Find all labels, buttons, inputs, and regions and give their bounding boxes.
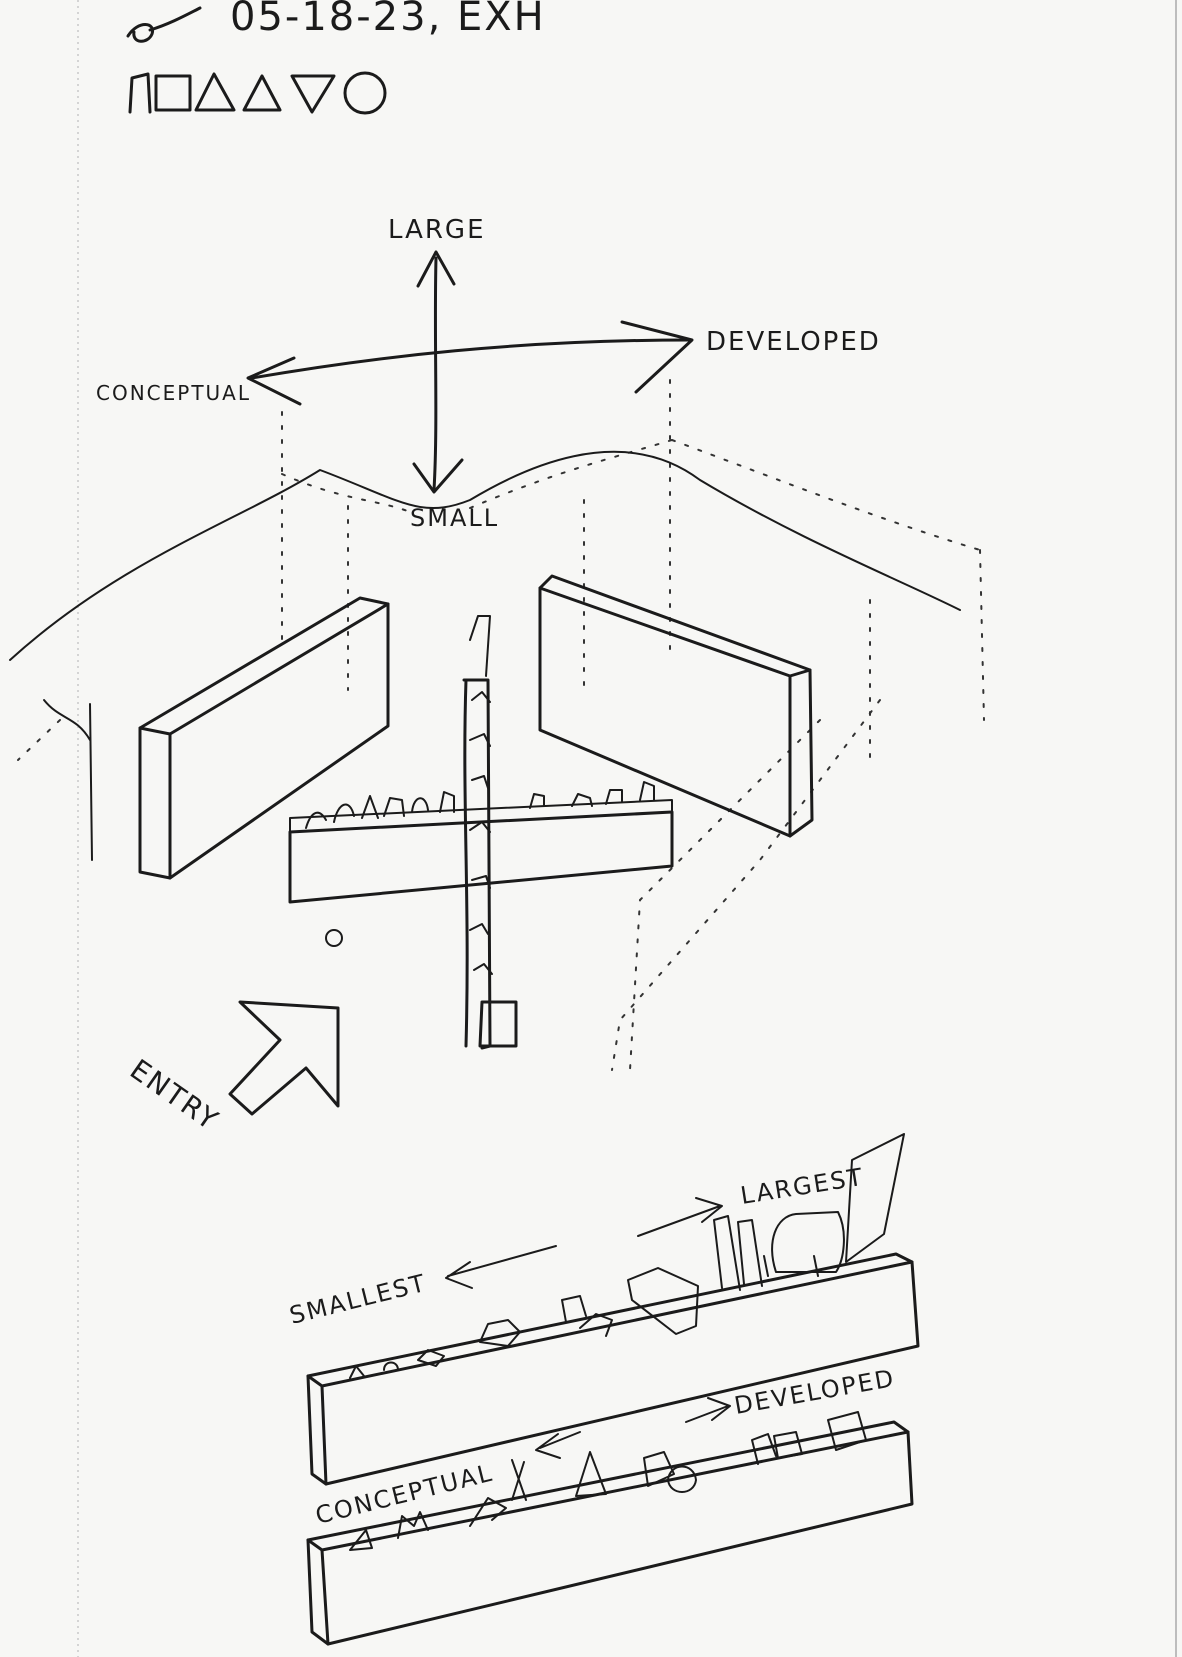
horizontal-axis (252, 340, 690, 378)
arrow-developed (622, 322, 692, 392)
arrow-conceptual-shelf (536, 1432, 580, 1458)
right-panel (540, 576, 812, 836)
arrow-small (414, 460, 462, 492)
axis-label-large: LARGE (388, 215, 486, 245)
display-table-horizontal (290, 782, 672, 902)
arrow-smallest (446, 1246, 556, 1288)
signature-mark (128, 8, 200, 41)
development-shelf (308, 1412, 912, 1644)
arrow-largest (638, 1198, 722, 1236)
entry-label: ENTRY (124, 1053, 225, 1138)
shape-glyphs (130, 73, 385, 113)
date-header: 05-18-23, EXH (230, 0, 546, 40)
arrow-developed-shelf (686, 1398, 730, 1422)
small-circle-mark (326, 930, 342, 946)
axis-label-developed: DEVELOPED (706, 327, 881, 357)
size-shelf-left-label: SMALLEST (287, 1269, 430, 1330)
arrow-conceptual (248, 358, 300, 404)
axis-label-conceptual: CONCEPTUAL (96, 381, 251, 405)
development-shelf-right-label: DEVELOPED (732, 1364, 897, 1420)
vertical-axis (434, 258, 436, 490)
entry-arrow (230, 1002, 338, 1114)
display-table-vertical (464, 616, 516, 1048)
left-panel (90, 598, 388, 878)
size-shelf-right-label: LARGEST (739, 1163, 867, 1210)
axis-cross (248, 252, 692, 492)
